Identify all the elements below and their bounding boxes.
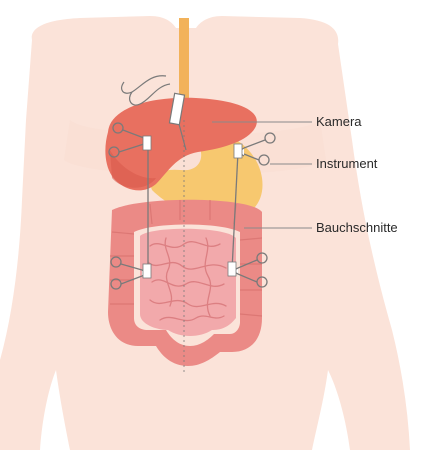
label-incisions: Bauchschnitte: [316, 220, 398, 235]
label-camera: Kamera: [316, 114, 362, 129]
label-instrument: Instrument: [316, 156, 377, 171]
esophagus: [179, 18, 189, 104]
small-intestine: [140, 229, 236, 336]
